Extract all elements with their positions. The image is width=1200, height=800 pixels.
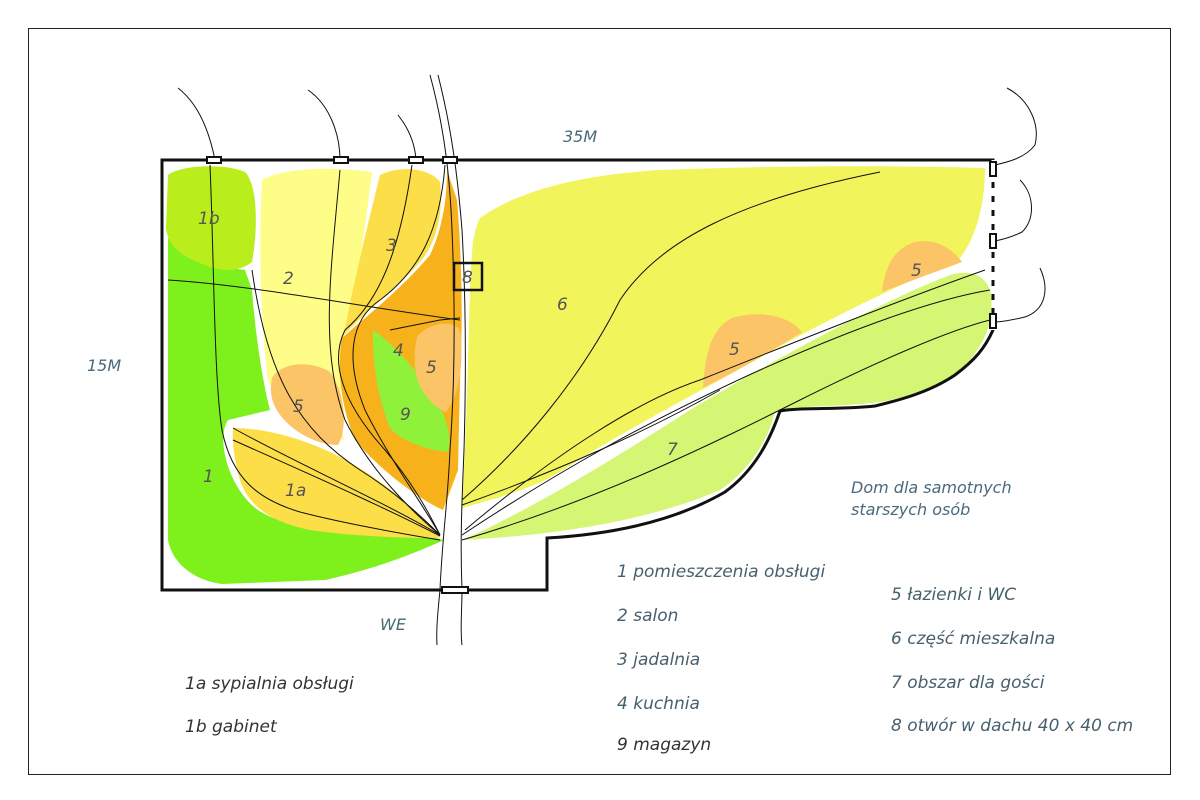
- building-walls: [160, 158, 995, 592]
- legend-5: 5 łazienki i WC: [891, 585, 1017, 605]
- roof-opening-8: [452, 261, 484, 292]
- room-label-5-kitchen: 5: [426, 358, 437, 378]
- room-label-3: 3: [386, 236, 397, 256]
- dimension-height: 15M: [87, 356, 121, 375]
- legend-6: 6 część mieszkalna: [891, 629, 1056, 649]
- wall-openings: [206, 156, 997, 594]
- drawing-frame: [28, 28, 1171, 775]
- title-line-2: starszych osób: [851, 500, 971, 519]
- room-label-5-living: 5: [729, 340, 740, 360]
- room-label-4: 4: [393, 341, 404, 361]
- zone-7-guest: [462, 272, 992, 540]
- zone-9-storage: [372, 330, 450, 452]
- legend-3: 3 jadalnia: [617, 650, 701, 670]
- legend-1a: 1a sypialnia obsługi: [185, 674, 354, 694]
- room-label-1: 1: [203, 467, 214, 487]
- room-label-5-right: 5: [911, 261, 922, 281]
- title-line-1: Dom dla samotnych: [851, 478, 1012, 497]
- room-label-6: 6: [557, 295, 568, 315]
- room-label-8: 8: [462, 268, 473, 288]
- legend-8: 8 otwór w dachu 40 x 40 cm: [891, 716, 1134, 736]
- zone-1-service: [168, 238, 444, 584]
- room-label-1a: 1a: [285, 481, 306, 501]
- zone-5-bath-c: [703, 314, 802, 388]
- room-label-1b: 1b: [198, 209, 220, 229]
- room-label-9: 9: [400, 405, 411, 425]
- legend-2: 2 salon: [617, 606, 679, 626]
- room-label-5-salon: 5: [293, 397, 304, 417]
- room-label-2: 2: [283, 269, 294, 289]
- zone-5-bath-b: [414, 323, 462, 412]
- zone-1b-study: [166, 166, 256, 270]
- zone-5-bath-a: [270, 364, 344, 445]
- dimension-width: 35M: [563, 127, 597, 146]
- legend-4: 4 kuchnia: [617, 694, 700, 714]
- legend-1b: 1b gabinet: [185, 717, 277, 737]
- legend-7: 7 obszar dla gości: [891, 673, 1045, 693]
- drawing-title: Dom dla samotnych starszych osób: [851, 477, 1012, 521]
- zone-5-bath-d: [882, 241, 962, 292]
- entrance-label: WE: [380, 615, 407, 634]
- room-label-7: 7: [667, 440, 678, 460]
- legend-1: 1 pomieszczenia obsługi: [617, 562, 826, 582]
- legend-9: 9 magazyn: [617, 735, 712, 755]
